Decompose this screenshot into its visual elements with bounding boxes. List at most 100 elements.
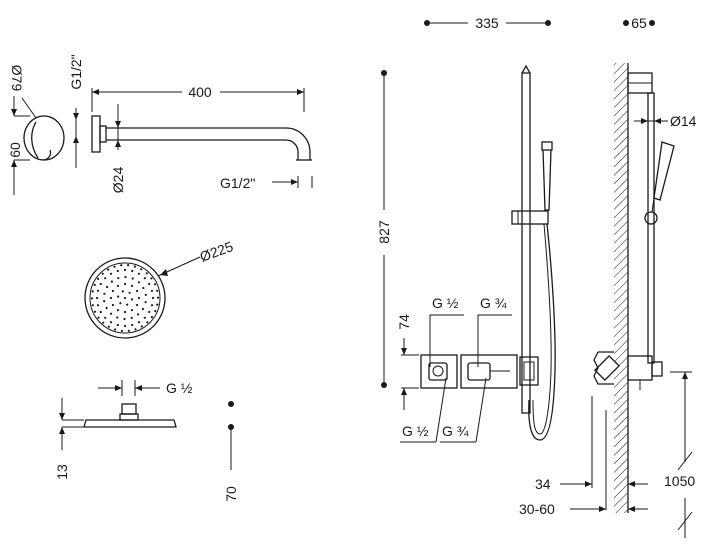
nozzle-dot (145, 272, 148, 275)
nozzle-dot (130, 284, 134, 287)
nozzle-dot (99, 310, 102, 314)
arm-flange-lip (42, 149, 52, 161)
nozzle-dot (113, 265, 116, 268)
nozzle-dot (93, 310, 97, 313)
recess-range-arrow-right (628, 506, 635, 512)
nozzle-dot (143, 277, 146, 280)
valve-plate-right (460, 354, 518, 389)
rail-height-label: 827 (376, 220, 392, 244)
head-nozzles (90, 264, 160, 332)
rail-slider (511, 210, 549, 225)
head-thread-arrow-right (135, 385, 142, 391)
valve-thread-top-left-label: G ½ (432, 295, 459, 311)
flange-height-label: 60 (7, 142, 23, 158)
arm-flange-curve (31, 121, 39, 159)
arm-diameter-arrow-top (115, 121, 121, 128)
nozzle-dot (148, 310, 151, 314)
valve-height-arrow-top (401, 348, 407, 355)
head-height-arrow-top (59, 413, 65, 420)
shower-head-top-view: Ø225 (84, 238, 235, 339)
nozzle-dot (151, 296, 155, 300)
arm-thread-bottom-label: G1/2" (220, 175, 255, 191)
recess-depth-arrow-right (628, 481, 635, 487)
nozzle-dot (131, 323, 134, 327)
nozzle-dot (97, 316, 100, 319)
nozzle-dot (91, 290, 94, 293)
nozzle-dot (116, 269, 119, 273)
nozzle-dot (134, 328, 137, 331)
nozzle-dot (96, 289, 100, 292)
nozzle-dot (144, 293, 147, 296)
nozzle-dot (121, 290, 124, 293)
nozzle-dot (106, 285, 109, 289)
nozzle-dot (103, 292, 106, 295)
arm-length-arrow-left (92, 89, 99, 95)
nozzle-dot (130, 298, 133, 301)
nozzle-dot (133, 265, 136, 268)
nozzle-dot (123, 282, 127, 286)
head-nut-top (121, 403, 137, 415)
side-slider-knob (644, 211, 658, 225)
flange-diameter-leader (21, 97, 37, 119)
valve-height-label: 74 (396, 314, 412, 330)
arm-flange-face (23, 115, 65, 161)
side-rail-bar (647, 92, 655, 364)
nozzle-dot (111, 303, 114, 307)
nozzle-dot (128, 291, 131, 294)
nozzle-dot (120, 264, 123, 267)
valve-height-arrow-bottom (401, 388, 407, 395)
head-plate (83, 419, 177, 428)
nozzle-dot (148, 282, 151, 286)
mount-height-break-bottom (677, 511, 693, 531)
flange-height-arrow-bottom (11, 160, 17, 167)
nozzle-dot (140, 325, 143, 328)
nozzle-dot (116, 284, 120, 287)
nozzle-dot (107, 325, 110, 328)
nozzle-dot (95, 296, 99, 300)
arm-pipe-bottom (106, 139, 299, 160)
nozzle-dot (142, 286, 145, 290)
nozzle-dot (144, 301, 147, 304)
depth-label: 65 (631, 15, 647, 31)
nozzle-dot (110, 280, 113, 283)
nozzle-dot (136, 289, 139, 293)
front-view: 74 G ½ G ¾ G ½ G ¾ (396, 64, 556, 443)
head-height-label: 13 (54, 464, 70, 480)
head-thread-arrow-left (115, 385, 122, 391)
nozzle-dot (156, 296, 160, 299)
arm-pipe-top (106, 127, 311, 160)
valve-thread-bottom-left-leader (435, 377, 447, 443)
nozzle-dot (97, 277, 100, 280)
nozzle-dot (150, 304, 154, 307)
arm-thread-bottom-arrow (291, 179, 298, 185)
mount-height-label: 1050 (664, 473, 695, 489)
nozzle-dot (123, 324, 127, 328)
nozzle-dot (109, 272, 113, 275)
flange-height-arrow-top (11, 109, 17, 116)
hand-shower-head (541, 141, 553, 151)
wall-hatch (614, 63, 628, 513)
nozzle-dot (126, 303, 129, 306)
arm-length-label: 400 (188, 84, 212, 100)
arm-length-arrow-right (297, 89, 304, 95)
nozzle-dot (137, 313, 140, 316)
depth-dot-left (623, 20, 629, 26)
nozzle-dot (150, 316, 153, 319)
nozzle-dot (123, 268, 127, 272)
nozzle-dot (150, 289, 154, 292)
nozzle-dot (96, 304, 100, 307)
nozzle-dot (127, 329, 130, 332)
head-height-arrow-bottom (59, 427, 65, 434)
arm-diameter-arrow-bottom (115, 140, 121, 147)
side-shower-link (651, 197, 655, 213)
head-offset-label: 70 (223, 486, 239, 502)
nozzle-dot (117, 277, 120, 280)
rail-bar (521, 72, 531, 414)
nozzle-dot (109, 296, 113, 300)
nozzle-dot (124, 275, 127, 279)
top-dimensions: 335 65 (424, 15, 655, 31)
nozzle-dot (104, 277, 107, 280)
shower-arm-group: 60 Ø79 G1/2" 400 Ø24 G1/2" (7, 54, 313, 195)
nozzle-dot (131, 269, 134, 273)
